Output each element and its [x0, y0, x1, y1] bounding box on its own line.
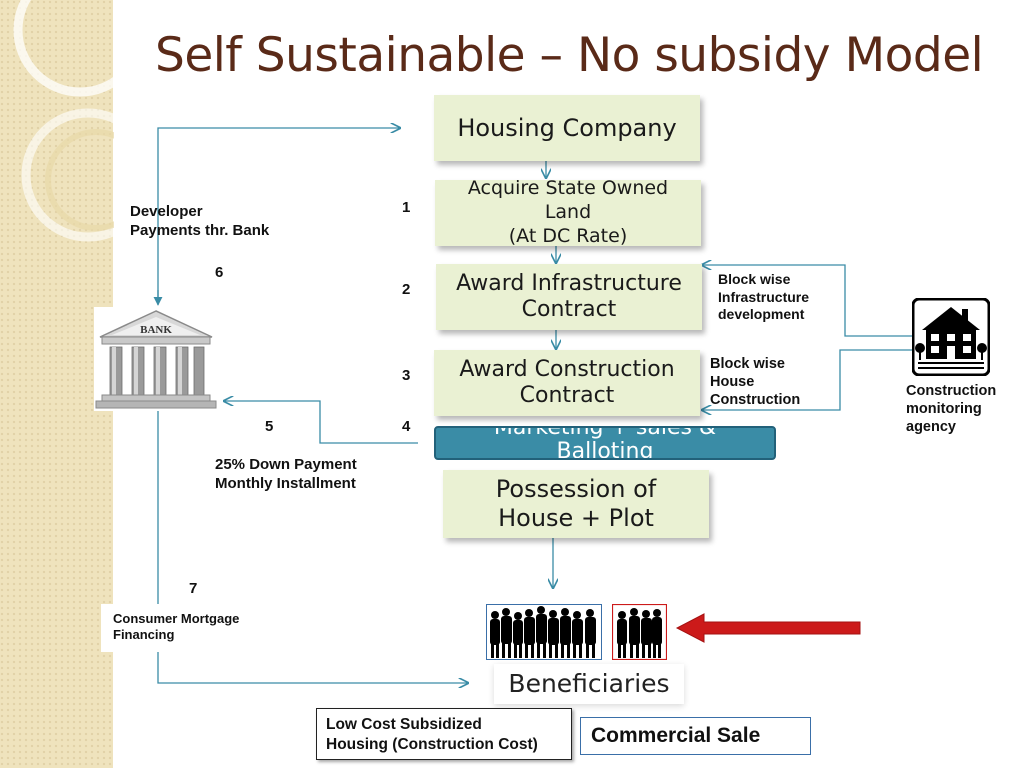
down-payment-label: 25% Down Payment Monthly Installment — [215, 456, 357, 494]
block-house-line-3: Construction — [710, 392, 801, 409]
award-construction-line-2: Contract — [519, 383, 615, 408]
award-infrastructure-line-2: Contract — [521, 297, 617, 322]
marketing-line-1: Marketing + sales & — [493, 426, 717, 440]
step-number-4: 4 — [402, 418, 411, 435]
step-number-2: 2 — [402, 281, 411, 298]
slide-title: Self Sustainable – No subsidy Model — [155, 28, 984, 83]
step-number-1: 1 — [402, 199, 411, 216]
award-infrastructure-line-1: Award Infrastructure — [456, 270, 682, 296]
block-infrastructure-label: Block wise Infrastructure development — [718, 271, 809, 324]
connector-marketing-to-bank — [224, 401, 418, 444]
connector-agency-to-construction — [702, 349, 912, 410]
block-infrastructure-line-3: development — [718, 306, 805, 322]
developer-payments-line-1: Developer — [130, 203, 203, 220]
acquire-land-line-2: Land — [544, 201, 592, 224]
low-cost-line-2: Housing (Construction Cost) — [326, 736, 538, 753]
construction-agency-label: Construction monitoring agency — [906, 382, 996, 436]
possession-box: Possession of House + Plot — [443, 470, 709, 538]
award-construction-line-1: Award Construction — [459, 356, 675, 382]
step-number-7: 7 — [189, 580, 198, 597]
block-house-line-1: Block wise — [710, 356, 785, 372]
bank-sign-text: BANK — [140, 324, 172, 336]
connector-bank-to-housing-company — [157, 128, 400, 300]
down-payment-line-1: 25% Down Payment — [215, 456, 357, 473]
possession-line-1: Possession of — [495, 475, 657, 504]
housing-company-box: Housing Company — [434, 95, 700, 161]
low-cost-line-1: Low Cost Subsidized — [326, 716, 482, 733]
acquire-land-line-1: Acquire State Owned — [467, 177, 669, 200]
beneficiaries-crowd-icon — [486, 604, 602, 660]
consumer-mortgage-label: Consumer Mortgage Financing — [113, 611, 239, 644]
commercial-crowd-icon — [612, 604, 667, 660]
acquire-land-box: Acquire State Owned Land (At DC Rate) — [435, 177, 701, 247]
connector-agency-to-infrastructure — [702, 265, 912, 337]
possession-line-2: House + Plot — [498, 504, 654, 532]
low-cost-housing-box: Low Cost Subsidized Housing (Constructio… — [316, 708, 572, 760]
step-number-5: 5 — [265, 418, 274, 435]
marketing-box: Marketing + sales & Balloting — [434, 426, 776, 460]
block-infrastructure-line-2: Infrastructure — [718, 288, 810, 305]
award-infrastructure-box: Award Infrastructure Contract — [436, 264, 702, 330]
construction-agency-line-2: monitoring — [906, 401, 982, 418]
commercial-sale-box: Commercial Sale — [580, 717, 811, 755]
step-number-3: 3 — [402, 367, 411, 384]
construction-agency-line-3: agency — [906, 419, 956, 436]
acquire-land-line-3: (At DC Rate) — [508, 224, 628, 247]
block-infrastructure-line-1: Block wise — [718, 271, 791, 287]
construction-agency-line-1: Construction — [906, 383, 997, 399]
highlight-arrow — [675, 613, 861, 643]
developer-payments-line-2: Payments thr. Bank — [130, 221, 270, 239]
marketing-line-2: Balloting — [556, 439, 654, 460]
down-payment-line-2: Monthly Installment — [215, 474, 356, 492]
developer-payments-label: Developer Payments thr. Bank — [130, 203, 269, 241]
housing-company-label: Housing Company — [457, 113, 677, 142]
connector-bank-to-beneficiaries — [157, 410, 468, 683]
block-house-label: Block wise House Construction — [710, 355, 800, 409]
bank-icon: BANK — [94, 307, 218, 411]
consumer-mortgage-line-2: Financing — [113, 627, 175, 643]
decorative-rings — [13, 0, 114, 242]
house-icon — [912, 298, 990, 376]
consumer-mortgage-line-1: Consumer Mortgage — [113, 611, 240, 626]
beneficiaries-label: Beneficiaries — [494, 664, 684, 704]
commercial-sale-label: Commercial Sale — [591, 724, 761, 747]
block-house-line-2: House — [710, 374, 755, 391]
step-number-6: 6 — [215, 264, 224, 281]
award-construction-box: Award Construction Contract — [434, 350, 700, 416]
consumer-mortgage-box: Consumer Mortgage Financing — [101, 604, 261, 652]
